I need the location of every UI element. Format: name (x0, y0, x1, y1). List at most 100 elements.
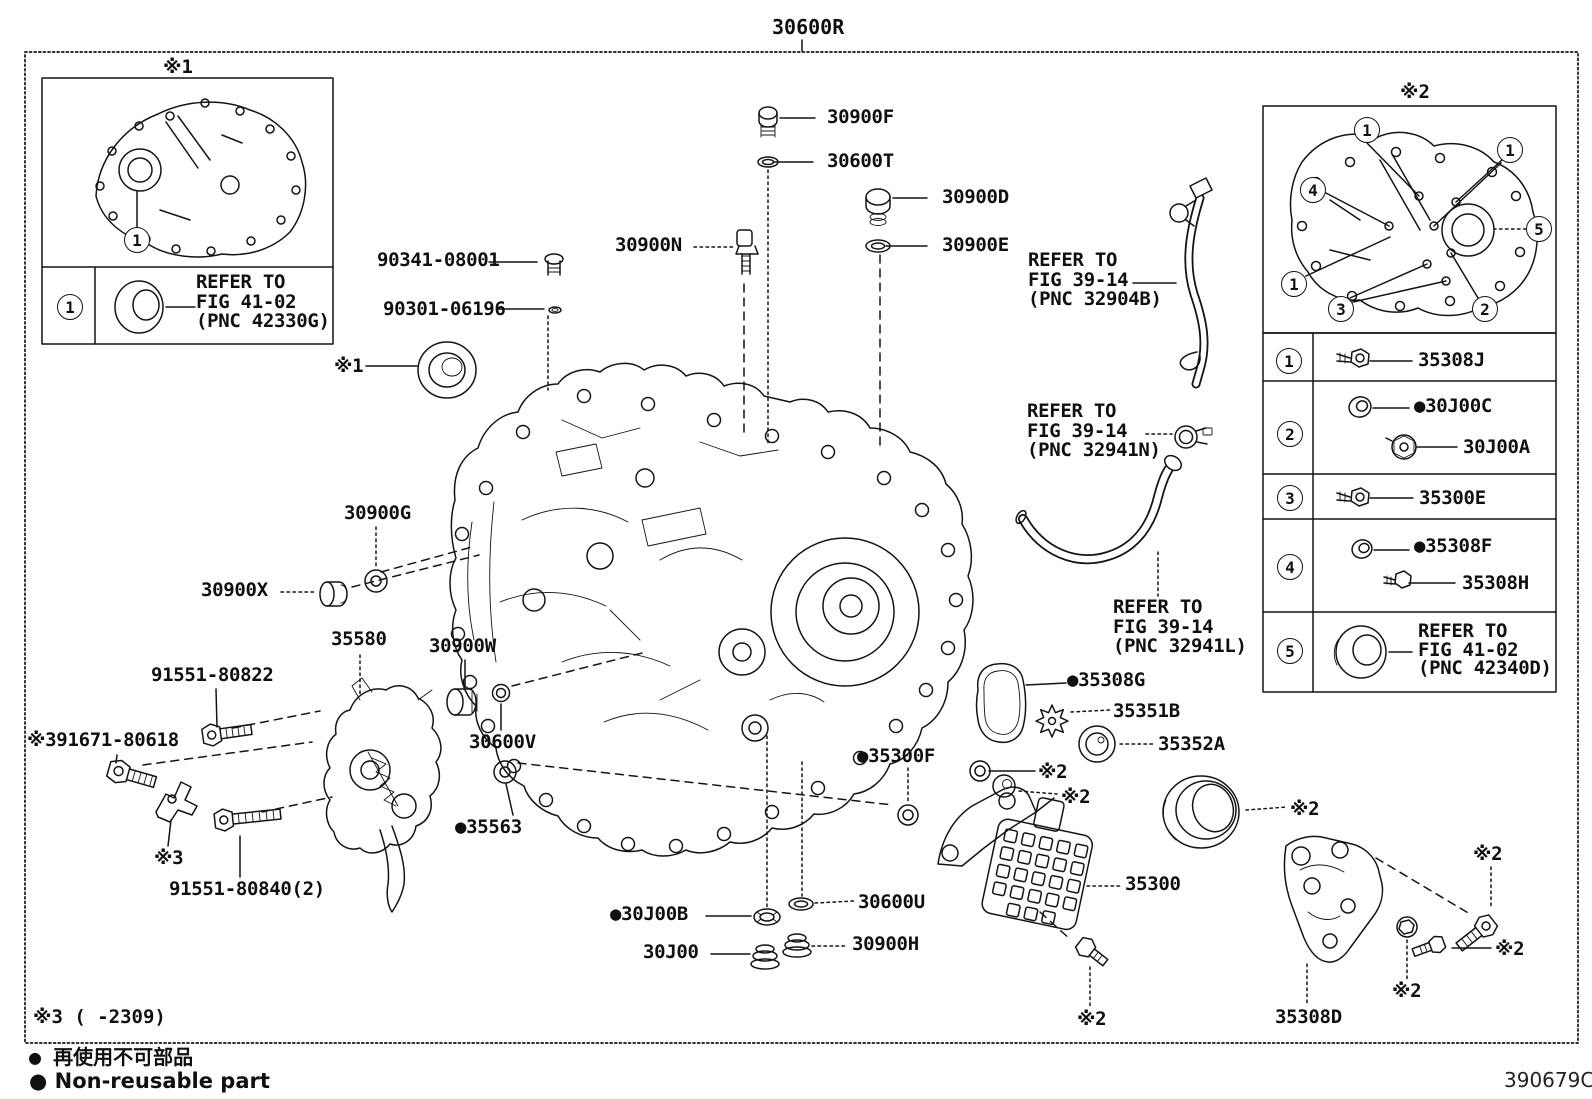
part-label: 30900F (827, 106, 894, 128)
part-label: ※2 (1077, 1008, 1107, 1030)
part-label: 30600T (827, 150, 894, 172)
part-label: ※2 (1061, 786, 1091, 808)
gasket-and-washer-icons (975, 662, 1116, 763)
callout-number: 3 (1328, 296, 1354, 322)
inset2-marker: ※2 (1400, 81, 1430, 103)
bracket-35308d-drawing (1283, 835, 1384, 963)
part-label: ●35308G (1067, 669, 1145, 691)
dipstick-tube-drawing (1169, 177, 1213, 389)
part-label: 30900N (615, 234, 682, 256)
figure-code: 390679C (1504, 1068, 1592, 1092)
callout-number: 1 (1497, 137, 1523, 163)
plug-and-seal-icons (319, 106, 1016, 970)
part-label: ●35300F (857, 745, 935, 767)
part-label: 35352A (1158, 733, 1225, 755)
part-label: ※391671-80618 (27, 729, 179, 751)
refer-note-line: REFER TO (1027, 400, 1117, 422)
refer-note-line: FIG 41-02 (196, 290, 297, 313)
part-label: 91551-80840(2) (169, 878, 325, 900)
callout-number: 4 (1300, 177, 1326, 203)
part-label: ※3 (154, 847, 184, 869)
callout-number: 1 (1276, 348, 1302, 374)
table-part-label: FIG 41-02 (1418, 639, 1519, 661)
bolt-icons (105, 723, 1499, 967)
refer-note-line: (PNC 32941L) (1113, 635, 1247, 657)
callout-number: 1 (57, 294, 83, 320)
callout-number: 1 (1281, 271, 1307, 297)
table-icons (1333, 348, 1417, 679)
table-part-label: 35308H (1462, 572, 1529, 594)
callout-number: 2 (1277, 421, 1303, 447)
leader-lines-dotted (280, 169, 1527, 1008)
main-housing-drawing (449, 362, 974, 857)
refer-note-line: (PNC 32904B) (1028, 288, 1162, 310)
leader-lines-solid (115, 117, 1504, 955)
refer-note-line: (PNC 42330G) (196, 310, 330, 332)
inset1-marker: ※1 (163, 56, 193, 78)
table-part-label: 35308J (1418, 349, 1485, 371)
part-label: 91551-80822 (151, 664, 274, 686)
frame-borders (24, 39, 1579, 1044)
table-part-label: (PNC 42340D) (1418, 657, 1552, 679)
part-label: 90341-08001 (377, 249, 500, 271)
part-label: 30900D (942, 186, 1009, 208)
callout-number: 4 (1277, 554, 1303, 580)
part-label: 30900W (429, 635, 496, 657)
part-label: ●30J00B (610, 903, 688, 925)
oil-pump-drawing (323, 677, 442, 913)
part-label: ※2 (1473, 843, 1503, 865)
refer-note-line: FIG 39-14 (1027, 419, 1128, 442)
part-label: 30J00 (643, 941, 699, 963)
refer-note-line: FIG 39-14 (1113, 615, 1214, 638)
part-label: 35351B (1113, 700, 1180, 722)
refer-note-line: REFER TO (1028, 249, 1118, 271)
page-title: 30600R (772, 15, 845, 39)
part-label: 30900H (852, 933, 919, 955)
refer-note-line: REFER TO (1113, 596, 1203, 618)
callout-number: 5 (1277, 638, 1303, 664)
part-label: 30600U (858, 891, 925, 913)
table-part-label: ●30J00C (1414, 395, 1492, 417)
part-label: ※2 (1290, 798, 1320, 820)
inset2-drawing (1289, 131, 1538, 317)
part-label: 90301-06196 (383, 298, 506, 320)
bearing-icon (1162, 775, 1240, 849)
refer-note-line: (PNC 32941N) (1027, 439, 1161, 461)
part-label: ※2 (1495, 938, 1525, 960)
strainer-drawing (937, 786, 1094, 931)
part-label: ※1 (334, 355, 364, 377)
legend-nonreusable-en: ● Non-reusable part (29, 1069, 270, 1093)
callout-number: 5 (1526, 216, 1552, 242)
table-part-label: REFER TO (1418, 620, 1508, 642)
part-label: 30600V (469, 731, 536, 753)
refer-note-line: REFER TO (196, 271, 286, 293)
table-part-label: ●35308F (1414, 535, 1492, 557)
footnote-note3: ※3 ( -2309) (33, 1006, 166, 1028)
leader-lines-dashed (142, 254, 1471, 941)
clip-drawing (155, 781, 198, 823)
callout-number: 1 (124, 227, 150, 253)
part-label: 30900G (344, 502, 411, 524)
legend-nonreusable-jp: ● 再使用不可部品 (29, 1045, 194, 1069)
hose-drawing (1015, 454, 1183, 565)
table-part-label: 35300E (1419, 487, 1486, 509)
part-label: 30900E (942, 234, 1009, 256)
part-label: 35308D (1275, 1006, 1342, 1028)
clamp-drawing (1174, 425, 1213, 449)
callout-number: 3 (1277, 485, 1303, 511)
part-label: 35580 (331, 628, 387, 650)
table-part-label: 30J00A (1463, 436, 1530, 458)
callout-number: 1 (1354, 117, 1380, 143)
part-label: ※2 (1392, 980, 1422, 1002)
part-label: ※2 (1038, 761, 1068, 783)
refer-note-line: FIG 39-14 (1028, 268, 1129, 291)
part-label: 35300 (1125, 873, 1181, 895)
part-label: 30900X (201, 579, 268, 601)
part-label: ●35563 (455, 816, 522, 838)
